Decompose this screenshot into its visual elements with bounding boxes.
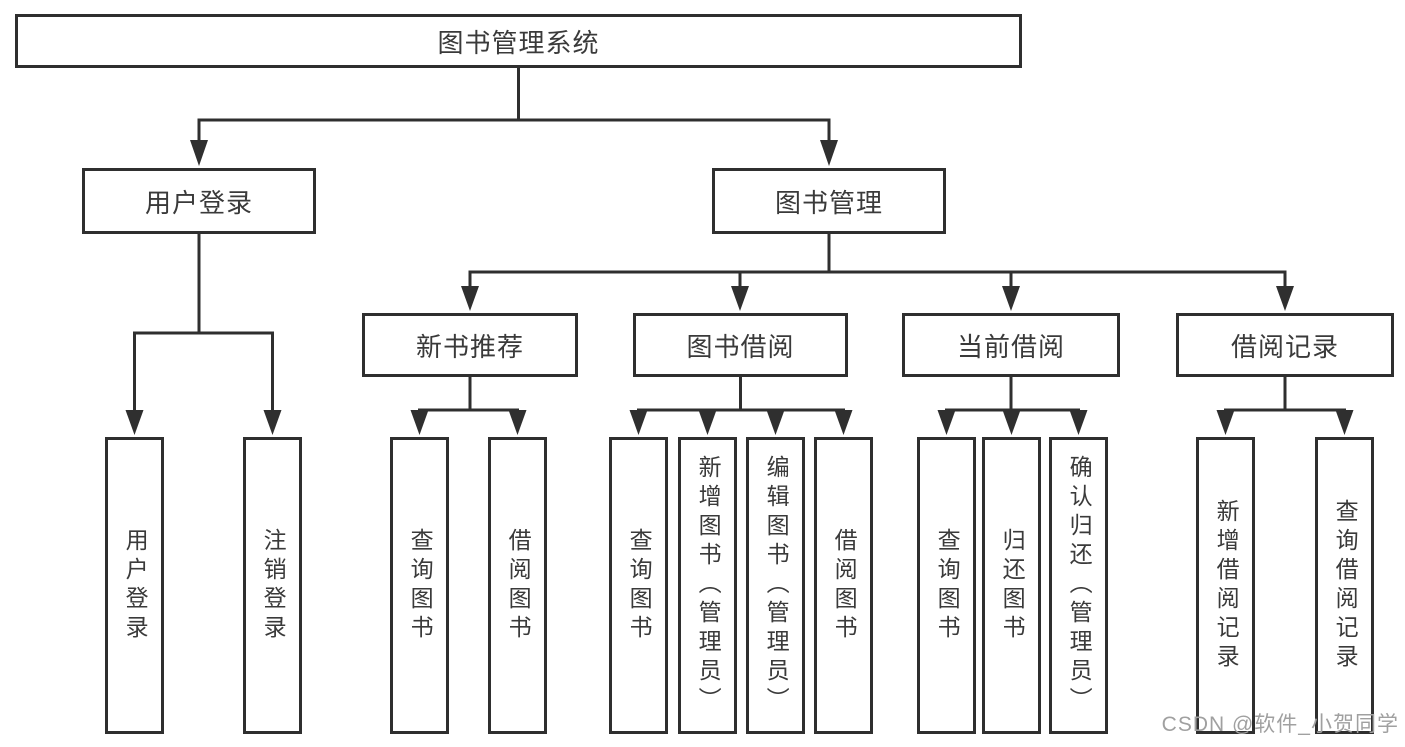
leaf-edit-books-admin: 编辑图书（管理员） bbox=[746, 437, 805, 734]
node-new-book-recommendation: 新书推荐 bbox=[362, 313, 578, 377]
node-book-management-branch: 图书管理 bbox=[712, 168, 946, 234]
node-borrowing-records: 借阅记录 bbox=[1176, 313, 1394, 377]
node-user-login-branch: 用户登录 bbox=[82, 168, 316, 234]
leaf-query-books-borrow: 查询图书 bbox=[609, 437, 668, 734]
leaf-add-borrow-record: 新增借阅记录 bbox=[1196, 437, 1255, 734]
node-current-borrowing: 当前借阅 bbox=[902, 313, 1120, 377]
csdn-watermark: CSDN @软件_小贺同学 bbox=[1161, 713, 1399, 736]
leaf-query-books-newbook: 查询图书 bbox=[390, 437, 449, 734]
connector-strokes bbox=[133, 68, 1346, 412]
leaf-add-books-admin: 新增图书（管理员） bbox=[678, 437, 737, 734]
leaf-borrow-books-newbook: 借阅图书 bbox=[488, 437, 547, 734]
node-book-borrowing: 图书借阅 bbox=[633, 313, 848, 377]
leaf-query-borrow-record: 查询借阅记录 bbox=[1315, 437, 1374, 734]
leaf-return-books: 归还图书 bbox=[982, 437, 1041, 734]
arrowheads bbox=[125, 140, 1354, 435]
leaf-confirm-return-admin: 确认归还（管理员） bbox=[1049, 437, 1108, 734]
leaf-user-login: 用户登录 bbox=[105, 437, 164, 734]
leaf-borrow-books: 借阅图书 bbox=[814, 437, 873, 734]
node-library-management-system: 图书管理系统 bbox=[15, 14, 1022, 68]
leaf-logout: 注销登录 bbox=[243, 437, 302, 734]
leaf-query-books-current: 查询图书 bbox=[917, 437, 976, 734]
